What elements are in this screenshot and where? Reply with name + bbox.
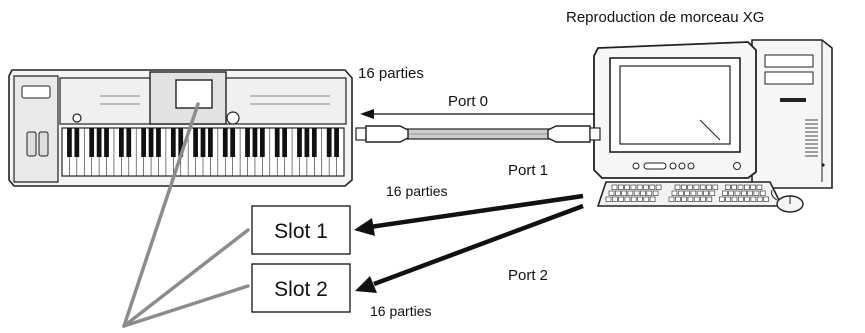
port1-arrowhead xyxy=(354,218,375,236)
computer-illustration xyxy=(593,39,833,213)
slot-2-label: Slot 2 xyxy=(274,278,328,301)
keyboard-display xyxy=(175,79,213,109)
port0-arrowhead xyxy=(360,109,374,119)
keyboard-illustration xyxy=(8,69,353,187)
port2-label: Port 2 xyxy=(508,267,548,284)
computer-caption: Reproduction de morceau XG xyxy=(566,9,764,26)
port0-parts-label: 16 parties xyxy=(358,65,424,82)
port1-arrow xyxy=(369,193,584,230)
port2-arrow xyxy=(373,203,584,287)
port1-label: Port 1 xyxy=(508,162,548,179)
slot-1-label: Slot 1 xyxy=(274,220,328,243)
port2-parts-label: 16 parties xyxy=(370,303,431,319)
monitor-screen xyxy=(609,57,741,153)
pointer-lines xyxy=(122,102,250,328)
slot-2-box: Slot 2 xyxy=(251,263,351,313)
port1-parts-label: 16 parties xyxy=(386,183,447,199)
port0-label: Port 0 xyxy=(448,93,488,110)
port2-arrowhead xyxy=(355,276,377,293)
slot-1-box: Slot 1 xyxy=(251,205,351,255)
midi-cable xyxy=(355,125,601,143)
